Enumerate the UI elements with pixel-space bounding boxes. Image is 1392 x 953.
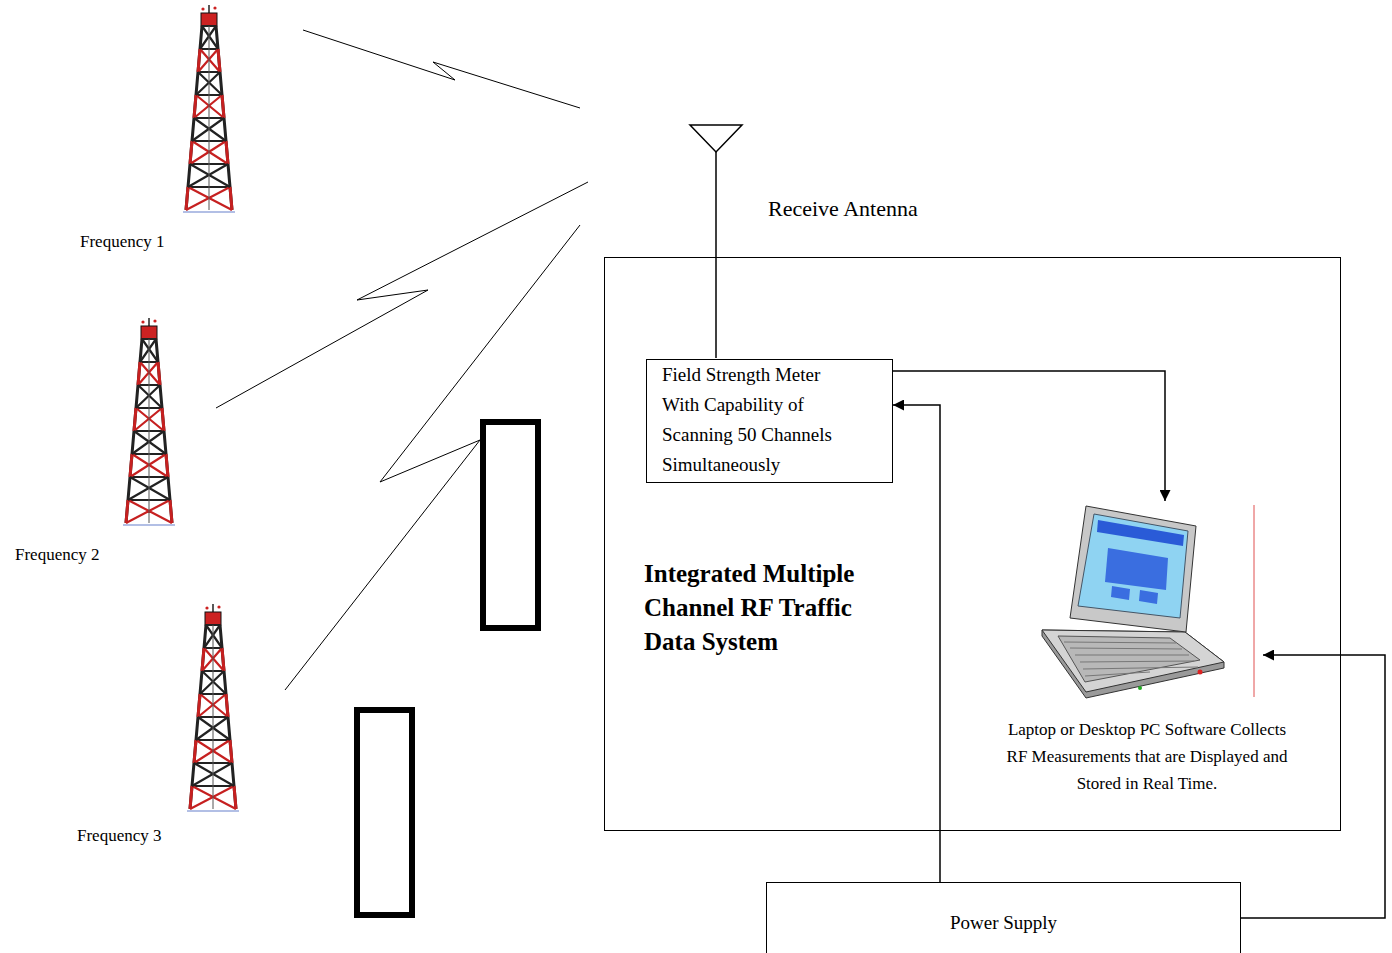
connector-arrow [893, 371, 1165, 501]
frequency-label: Frequency 1 [80, 232, 165, 252]
radio-tower [183, 5, 235, 212]
building [357, 710, 412, 915]
radio-tower [123, 318, 175, 525]
frequency-label: Frequency 2 [15, 545, 100, 565]
power-box: Power Supply [766, 882, 1241, 953]
box-label: Power Supply [767, 883, 1240, 935]
connector-arrow [1241, 655, 1385, 918]
connector-arrow [893, 405, 940, 882]
laptop-illustration [1042, 506, 1224, 698]
signal-path [303, 30, 580, 108]
system-title: Integrated Multiple Channel RF Traffic D… [644, 557, 889, 659]
box-label: Field Strength Meter With Capability of … [647, 360, 892, 480]
meter-box: Field Strength Meter With Capability of … [646, 359, 893, 483]
radio-tower [187, 604, 239, 811]
signal-path [285, 225, 580, 690]
system-box: Integrated Multiple Channel RF Traffic D… [604, 257, 1341, 831]
divider-line [1254, 505, 1255, 697]
building [483, 422, 538, 628]
laptop-node: Laptop or Desktop PC Software Collects R… [1036, 501, 1263, 701]
caption: Laptop or Desktop PC Software Collects R… [997, 716, 1297, 797]
signal-path [216, 182, 588, 408]
antenna-lead [715, 152, 717, 358]
frequency-label: Frequency 3 [77, 826, 162, 846]
antenna-label: Receive Antenna [768, 196, 918, 222]
antenna-symbol [690, 125, 742, 152]
